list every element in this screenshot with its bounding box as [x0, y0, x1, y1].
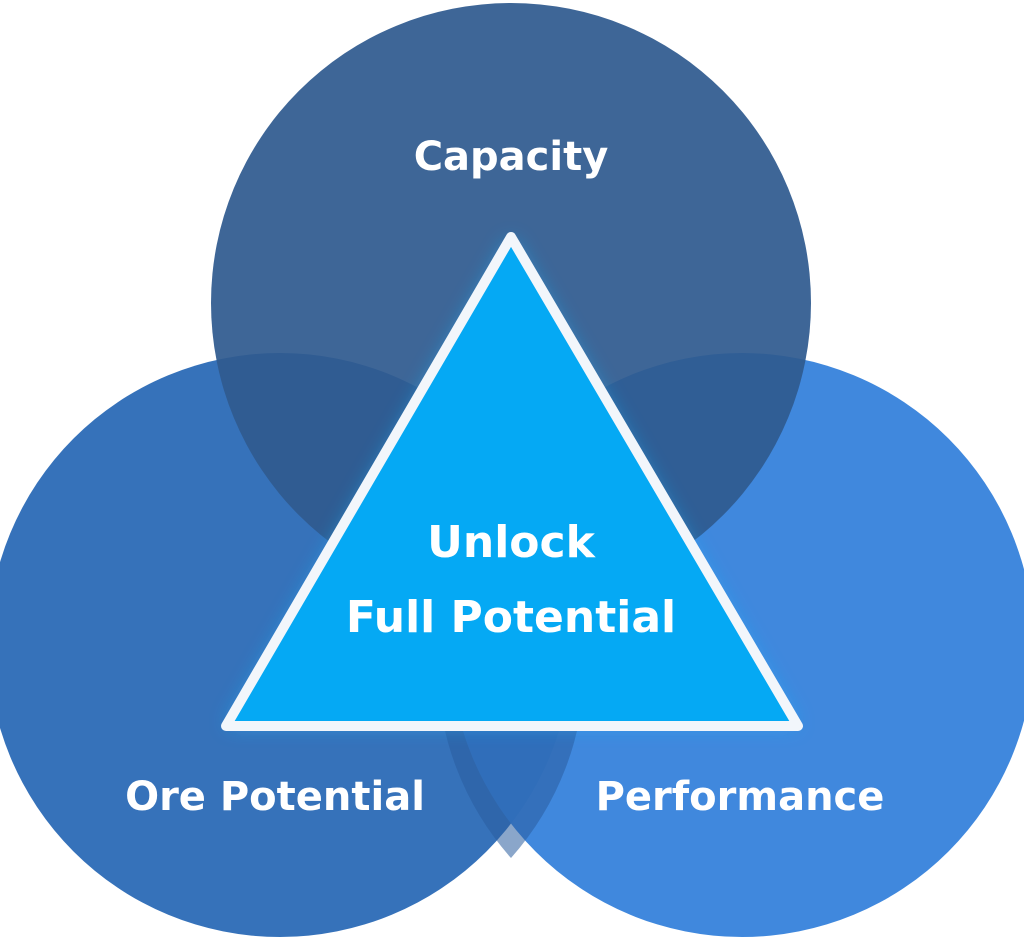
ore-potential-label: Ore Potential	[125, 774, 425, 820]
performance-label: Performance	[596, 774, 885, 820]
center-title-line1: Unlock	[427, 517, 596, 568]
center-triangle	[221, 232, 803, 731]
center-title-line2: Full Potential	[346, 592, 676, 643]
capacity-label: Capacity	[414, 134, 609, 180]
